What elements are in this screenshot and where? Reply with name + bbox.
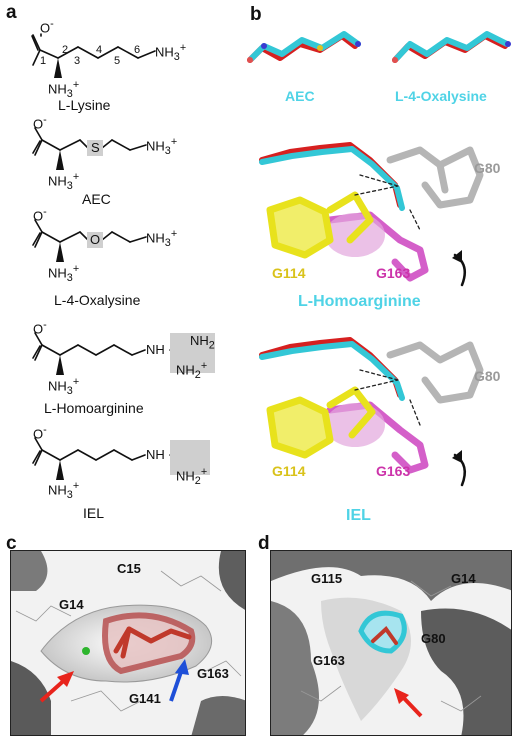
aec-sulfur: S: [91, 140, 100, 155]
aec-name: AEC: [82, 191, 111, 207]
aec-overlay: [247, 31, 361, 63]
label-c15: C15: [117, 561, 141, 576]
homoarginine-scene: [259, 142, 484, 287]
label-aec-b: AEC: [285, 88, 315, 104]
panel-d-pocket: G115 G14 G80 G163: [270, 550, 512, 736]
oxalysine-overlay: [392, 31, 511, 63]
panel-letter-c: c: [6, 533, 17, 554]
aec-alpha-nh3: NH3+: [48, 171, 80, 192]
iel-carboxylate-charge: O-: [33, 424, 47, 442]
iel-alpha-nh3: NH3+: [48, 480, 80, 501]
lysine-number-1: 1: [40, 55, 47, 67]
lysine-name: L-Lysine: [58, 97, 111, 113]
oxygen-highlight: [87, 232, 103, 248]
oxalysine-alpha-nh3: NH3+: [48, 263, 80, 284]
label-g114-bottom: G114: [272, 463, 306, 479]
label-g80-bottom: G80: [474, 368, 501, 384]
oxalysine-carboxylate-charge: O-: [33, 206, 47, 224]
lysine-number-3: 3: [74, 55, 81, 67]
label-g163-c: G163: [197, 666, 229, 681]
label-g80-top: G80: [474, 160, 501, 176]
label-homoarginine-b: L-Homoarginine: [298, 293, 421, 310]
label-oxalysine-b: L-4-Oxalysine: [395, 88, 487, 104]
label-g80-d: G80: [421, 631, 446, 646]
iel-scene: [259, 337, 484, 487]
label-iel-b: IEL: [346, 507, 371, 524]
label-g115: G115: [311, 571, 343, 586]
aec-terminal-nh3: NH3+: [146, 136, 178, 157]
lysine-alpha-nh3: NH3+: [48, 79, 80, 100]
label-g114-top: G114: [272, 265, 306, 281]
aec-structure: [32, 127, 147, 156]
panel-letter-b: b: [250, 4, 262, 25]
lysine-number-2: 2: [62, 44, 69, 56]
lysine-carboxylate-charge: O-: [40, 18, 54, 36]
homoarginine-carboxylate-charge: O-: [33, 319, 47, 337]
homoarginine-name: L-Homoarginine: [44, 400, 144, 416]
panel-c-pocket: C15 G14 G163 G141: [10, 550, 246, 736]
sulfur-highlight: [87, 140, 103, 156]
oxalysine-name: L-4-Oxalysine: [54, 292, 141, 308]
lysine-terminal-nh3: NH3+: [155, 42, 187, 63]
label-g14-d: G14: [451, 571, 476, 586]
panel-letter-d: d: [258, 533, 270, 554]
panel-letter-a: a: [6, 2, 17, 23]
iel-nh2-plus: NH2+: [176, 466, 208, 487]
oxalysine-terminal-nh3: NH3+: [146, 228, 178, 249]
label-g163-top: G163: [376, 265, 411, 281]
homoarginine-alpha-nh3: NH3+: [48, 376, 80, 397]
label-g163-bottom: G163: [376, 463, 411, 479]
lysine-number-5: 5: [114, 55, 121, 67]
oxalysine-oxygen: O: [90, 232, 101, 247]
guanidino-highlight: [170, 333, 215, 373]
homoarginine-nh2-top: NH2: [190, 333, 215, 352]
ethanimidoyl-highlight: [170, 440, 210, 475]
lysine-number-4: 4: [96, 44, 103, 56]
homoarginine-nh2-plus: NH2+: [176, 360, 208, 381]
iel-name: IEL: [83, 505, 105, 521]
label-g163-d: G163: [313, 653, 345, 668]
aec-carboxylate-charge: O-: [33, 114, 47, 132]
label-g14-c: G14: [59, 597, 84, 612]
lysine-number-6: 6: [134, 44, 141, 56]
oxalysine-structure: [32, 219, 147, 248]
iel-nh: NH: [146, 447, 165, 462]
homoarginine-nh: NH: [146, 342, 165, 357]
lysine-structure: [31, 33, 156, 66]
label-g141: G141: [129, 691, 161, 706]
